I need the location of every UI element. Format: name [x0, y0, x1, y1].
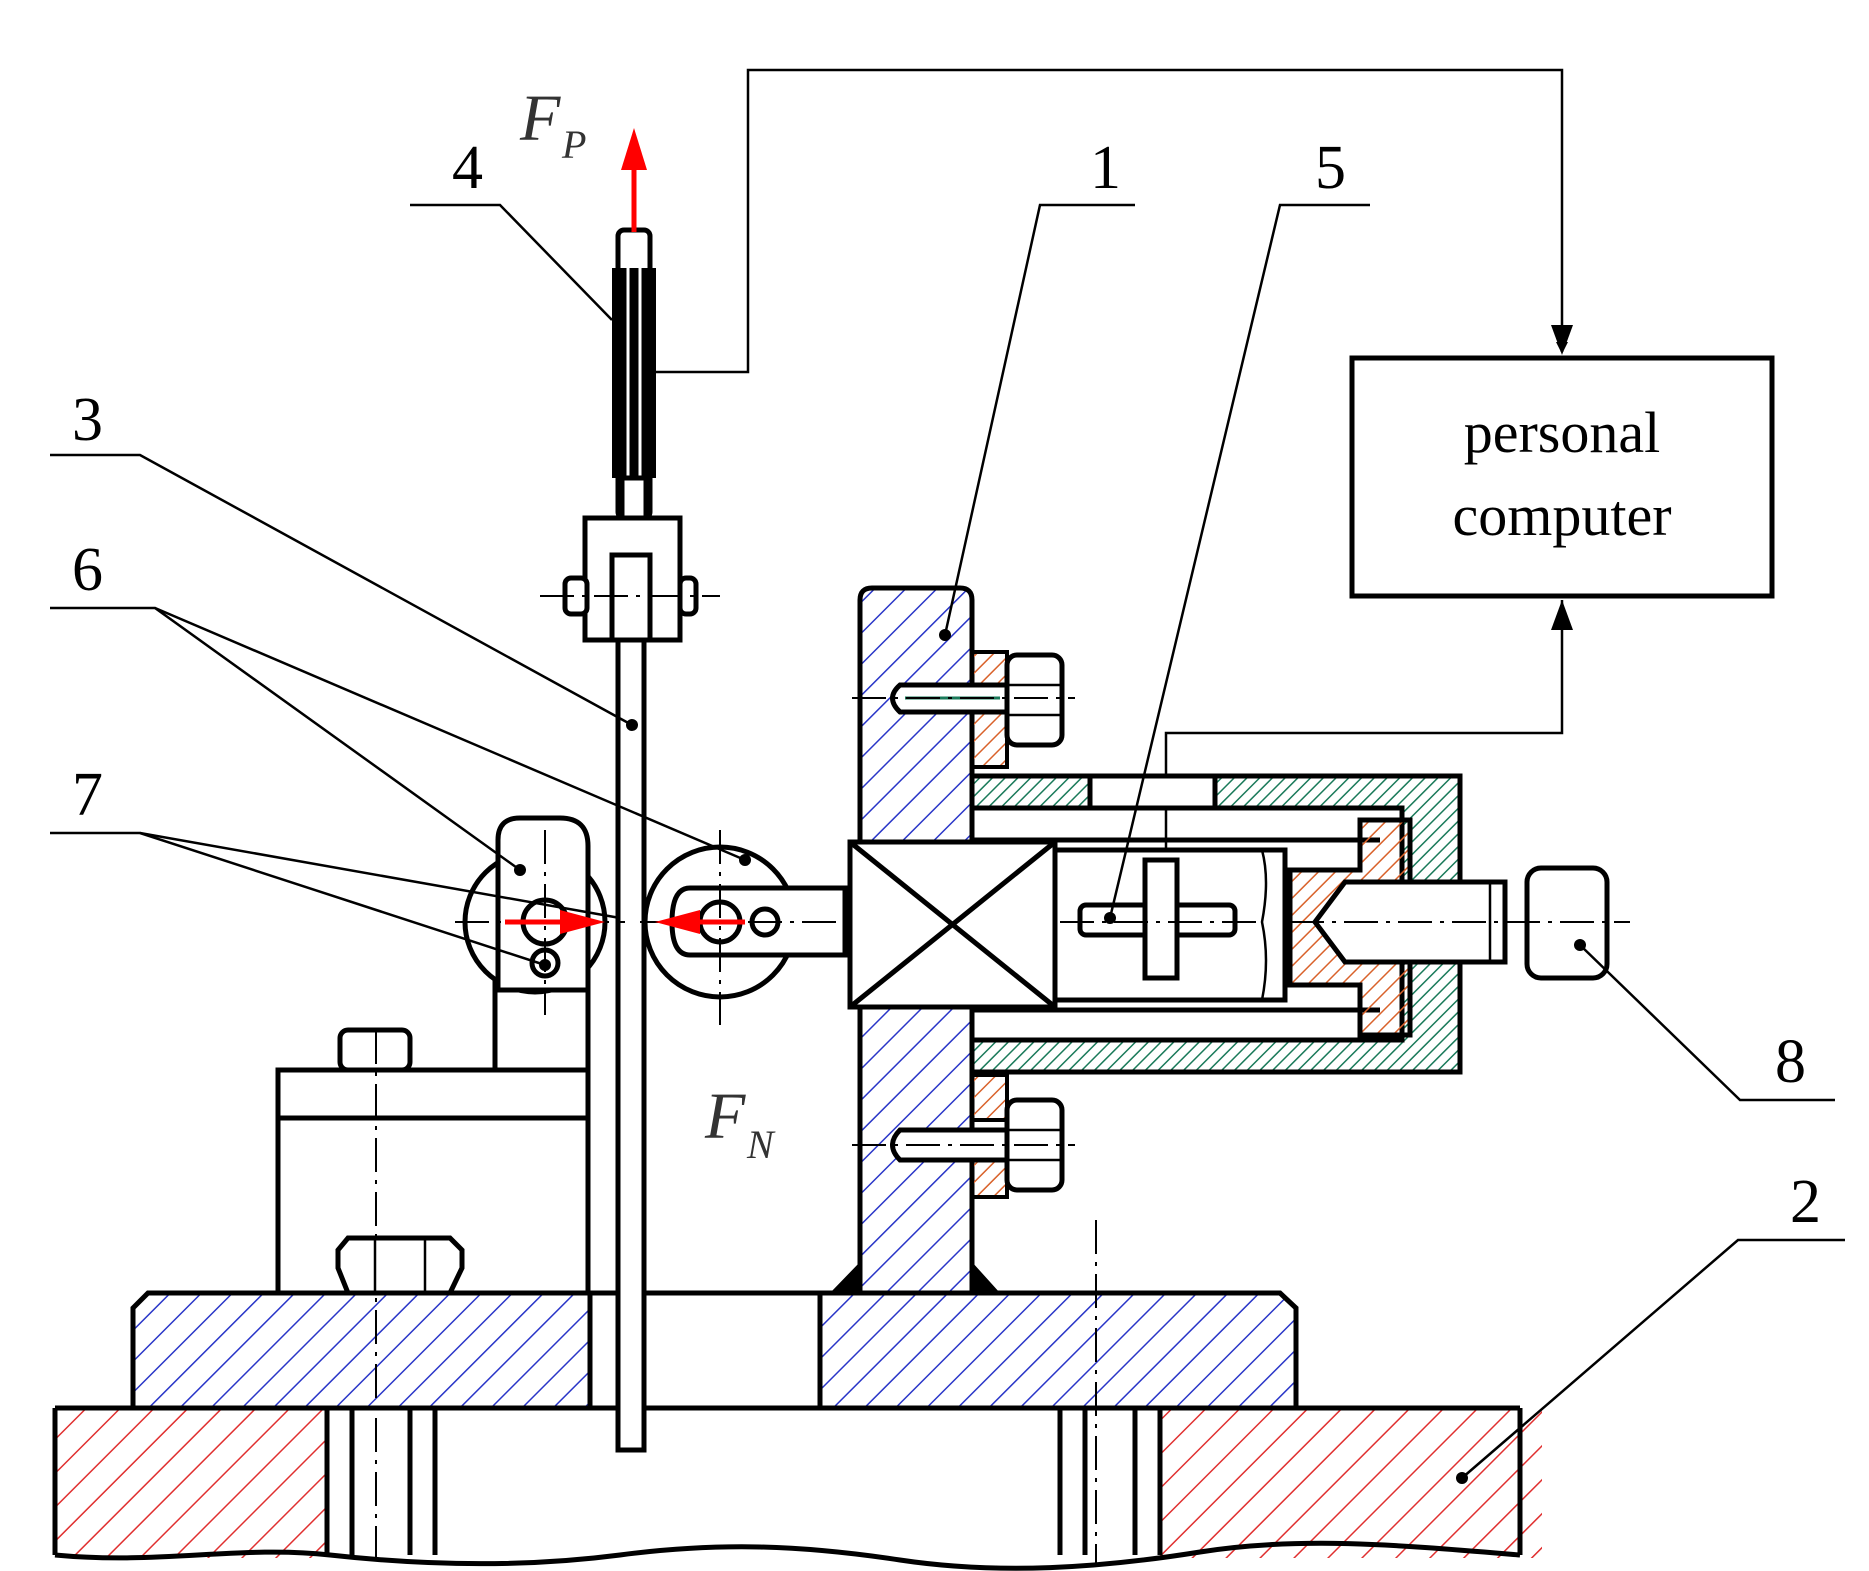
signal-line-load-cell: [650, 68, 1573, 374]
computer-label-line2: computer: [1452, 483, 1671, 548]
left-roller-unit: [455, 815, 625, 1015]
force-fp-label: F P: [519, 82, 586, 167]
foundation-part-2: [52, 1405, 1542, 1571]
force-fn-label: F N: [704, 1080, 776, 1167]
part-labels: 1 2 3 4 5 6 7 8: [72, 134, 1821, 1236]
label-8: 8: [1775, 1028, 1806, 1096]
base-plate: [130, 1040, 1299, 1565]
leader-lines: [50, 203, 1845, 1484]
computer-label-line1: personal: [1464, 400, 1661, 465]
label-2: 2: [1790, 1168, 1821, 1236]
label-5: 5: [1315, 134, 1346, 202]
clamp-and-load-cell-part-4: [540, 227, 720, 643]
signal-line-sensor: [1164, 600, 1573, 850]
label-6: 6: [72, 536, 103, 604]
label-1: 1: [1090, 134, 1121, 202]
svg-text:P: P: [561, 122, 586, 167]
svg-text:F: F: [704, 1080, 746, 1153]
svg-text:N: N: [746, 1122, 776, 1167]
personal-computer-box: personal computer: [1349, 355, 1775, 599]
label-4: 4: [452, 134, 483, 202]
force-fn-arrows: [505, 910, 745, 934]
label-3: 3: [72, 386, 103, 454]
adjusting-screw-part-8: [1287, 817, 1630, 1038]
sensor-housing: [969, 773, 1463, 1075]
bearing-block: [847, 839, 1058, 1010]
svg-text:F: F: [519, 82, 561, 155]
label-7: 7: [72, 761, 103, 829]
force-fp-arrow: [621, 128, 647, 232]
inner-shaft-sensor-part-5: [1052, 847, 1288, 1003]
